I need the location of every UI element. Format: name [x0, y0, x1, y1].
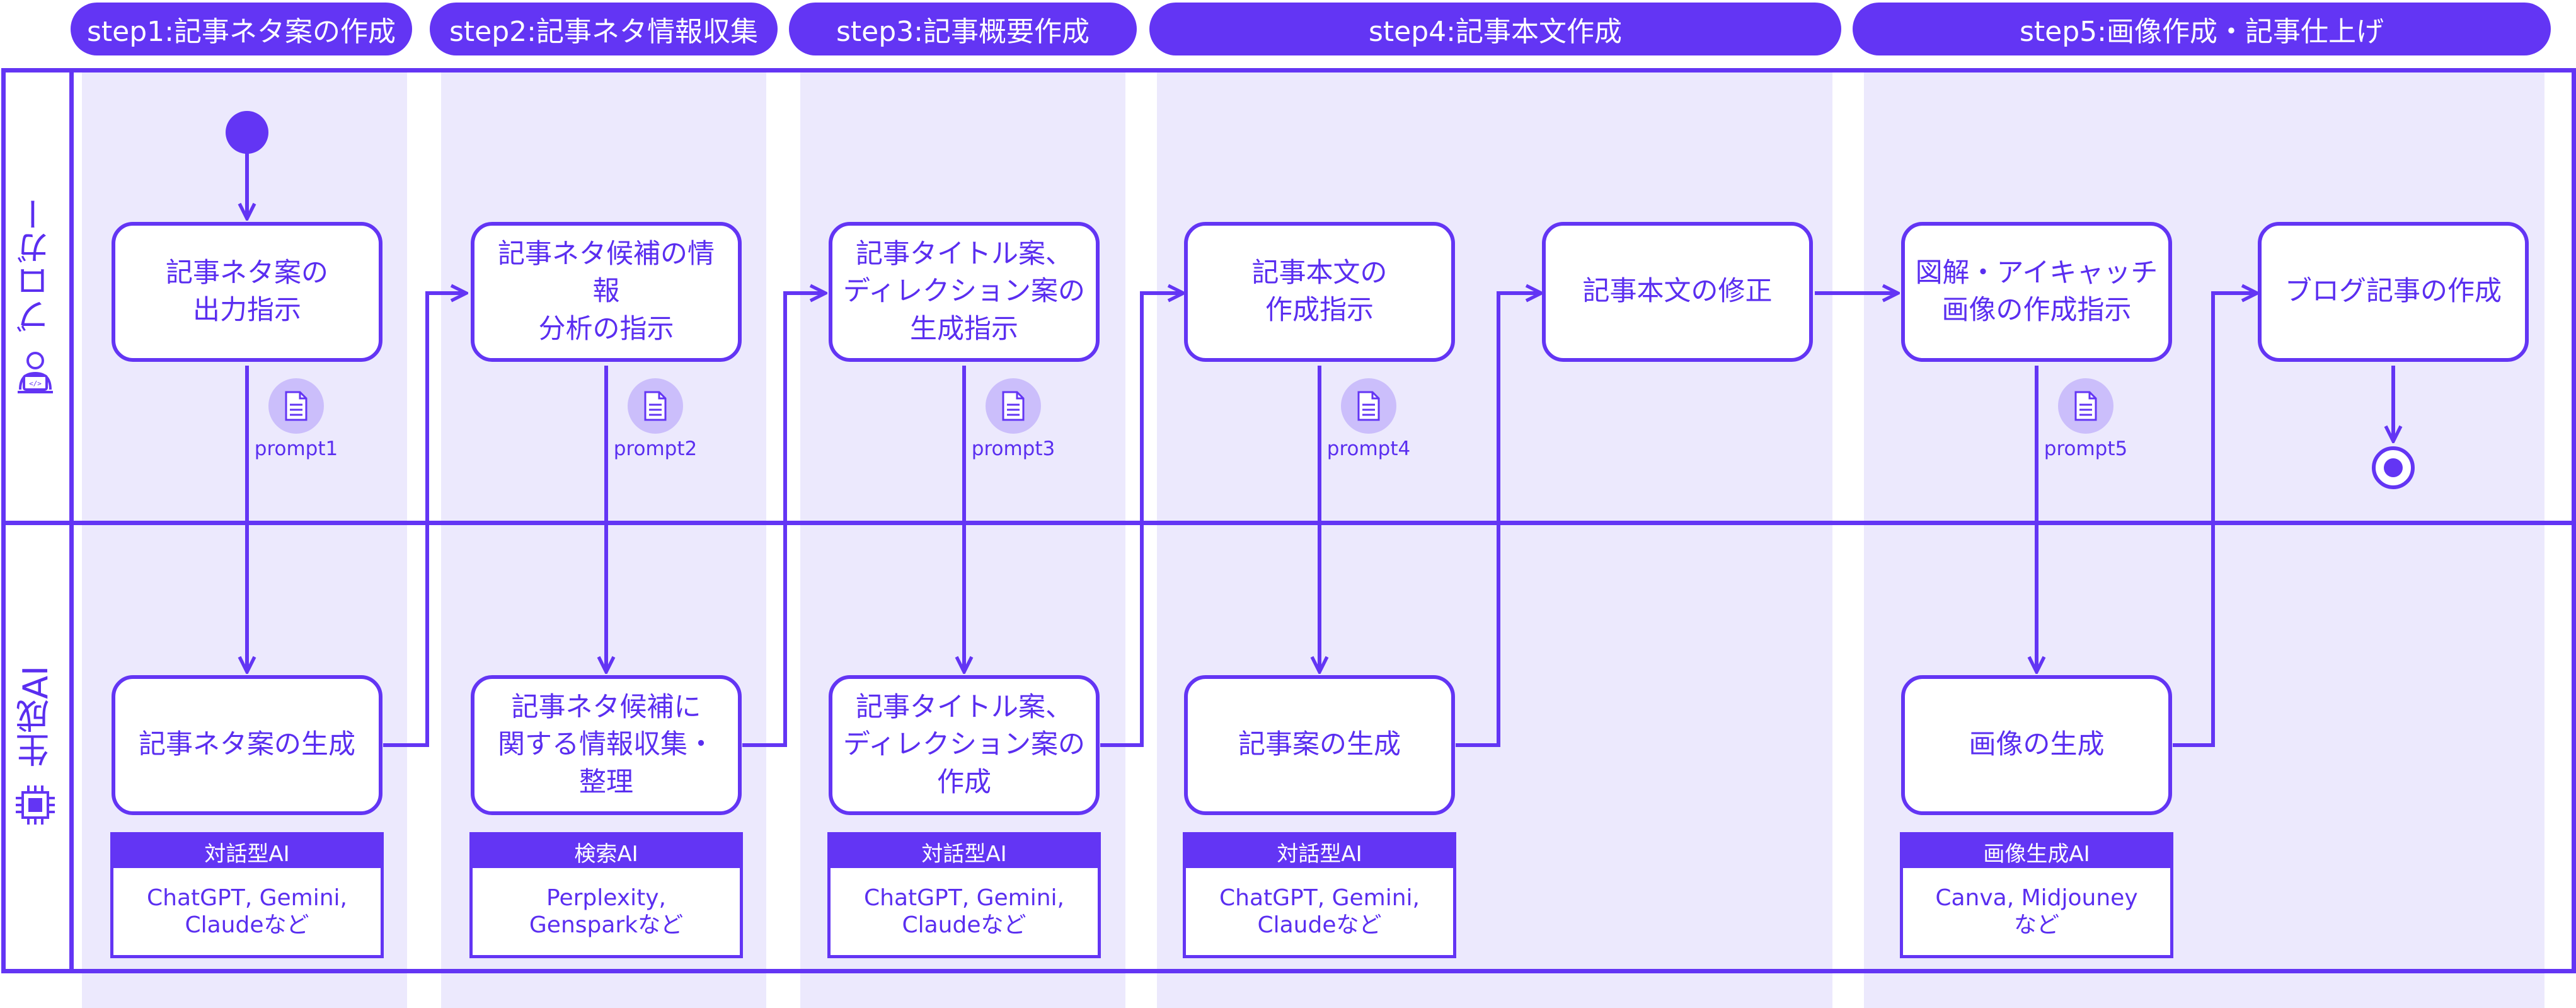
- document-icon: [2058, 378, 2113, 434]
- node-line: 画像の作成指示: [1941, 294, 2132, 326]
- node-line: 分析の指示: [538, 313, 674, 345]
- step1-header: step1:記事ネタ案の作成: [71, 3, 412, 55]
- node-line: 作成: [937, 766, 991, 798]
- prompt-label: prompt2: [613, 437, 698, 460]
- node-blogger-7: ブログ記事の作成: [2258, 222, 2529, 362]
- node-line: 記事ネタ案の: [166, 257, 328, 289]
- tool-line: Gensparkなど: [529, 912, 684, 938]
- node-blogger-4: 記事本文の作成指示: [1184, 222, 1455, 362]
- edge-a3-to-b4: [1100, 293, 1183, 747]
- edge-a1-to-b2: [383, 293, 466, 747]
- node-line: 生成指示: [910, 313, 1018, 345]
- prompt-label: prompt4: [1326, 437, 1411, 460]
- node-blogger-2: 記事ネタ候補の情報分析の指示: [471, 222, 742, 362]
- tool-box-4: 対話型AI ChatGPT, Gemini,Claudeなど: [1183, 832, 1456, 958]
- tool-box-2: 検索AI Perplexity,Gensparkなど: [469, 832, 743, 958]
- prompt-badge-5: prompt5: [2038, 378, 2133, 460]
- tool-header: 画像生成AI: [1903, 835, 2170, 868]
- document-icon: [986, 378, 1041, 434]
- end-node-inner: [2384, 458, 2403, 477]
- prompt-badge-4: prompt4: [1321, 378, 1416, 460]
- tool-header: 対話型AI: [831, 835, 1098, 868]
- node-line: 記事本文の: [1251, 257, 1388, 289]
- node-line: 記事案の生成: [1238, 729, 1401, 761]
- tool-box-1: 対話型AI ChatGPT, Gemini,Claudeなど: [110, 832, 384, 958]
- node-line: ブログ記事の作成: [2285, 275, 2502, 308]
- tool-box-3: 対話型AI ChatGPT, Gemini,Claudeなど: [827, 832, 1101, 958]
- svg-text:</>: </>: [29, 379, 42, 388]
- edge-a2-to-b3: [742, 293, 825, 747]
- tool-line: Canva, Midjouney: [1935, 884, 2138, 911]
- tool-line: ChatGPT, Gemini,: [147, 884, 347, 911]
- document-icon: [1341, 378, 1396, 434]
- node-ai-2: 記事ネタ候補に関する情報収集・整理: [471, 675, 742, 815]
- node-line: 画像の生成: [1969, 729, 2105, 761]
- node-ai-5: 画像の生成: [1901, 675, 2172, 815]
- node-line: 記事タイトル案、: [856, 238, 1072, 270]
- prompt-label: prompt5: [2044, 437, 2128, 460]
- step4-header: step4:記事本文作成: [1149, 3, 1841, 55]
- node-line: 関する情報収集・: [498, 729, 715, 761]
- node-ai-1: 記事ネタ案の生成: [112, 675, 382, 815]
- tool-line: など: [2013, 912, 2059, 938]
- lane-blogger: ブロガー </>: [0, 72, 71, 521]
- step5-header: step5:画像作成・記事仕上げ: [1853, 3, 2551, 55]
- node-line: 記事ネタ候補の情報: [498, 238, 715, 308]
- node-ai-4: 記事案の生成: [1184, 675, 1455, 815]
- tool-line: Perplexity,: [546, 884, 666, 911]
- tool-header: 検索AI: [473, 835, 740, 868]
- prompt-label: prompt3: [971, 437, 1055, 460]
- tool-line: Claudeなど: [1257, 912, 1382, 938]
- prompt-badge-1: prompt1: [249, 378, 343, 460]
- start-node: [226, 111, 268, 154]
- step3-header: step3:記事概要作成: [789, 3, 1137, 55]
- node-line: ディレクション案の: [843, 729, 1085, 761]
- developer-person-icon: </>: [15, 350, 55, 397]
- node-line: 図解・アイキャッチ: [1915, 257, 2158, 289]
- prompt-label: prompt1: [254, 437, 338, 460]
- prompt-badge-2: prompt2: [608, 378, 703, 460]
- document-icon: [628, 378, 683, 434]
- node-line: ディレクション案の: [843, 275, 1085, 308]
- tool-line: Claudeなど: [185, 912, 309, 938]
- lane-ai: 生成AI: [0, 525, 71, 969]
- node-line: 記事ネタ候補に: [511, 692, 701, 723]
- document-icon: [268, 378, 324, 434]
- prompt-badge-3: prompt3: [966, 378, 1061, 460]
- node-line: 記事タイトル案、: [856, 692, 1072, 723]
- node-blogger-5: 記事本文の修正: [1542, 222, 1813, 362]
- node-blogger-3: 記事タイトル案、ディレクション案の生成指示: [829, 222, 1100, 362]
- step2-header: step2:記事ネタ情報収集: [430, 3, 778, 55]
- lane-divider: [1, 521, 2576, 525]
- node-line: 記事本文の修正: [1582, 275, 1773, 308]
- tool-header: 対話型AI: [113, 835, 381, 868]
- chip-icon: [14, 784, 56, 828]
- edge-a5-to-b7: [2173, 293, 2257, 747]
- node-blogger-6: 図解・アイキャッチ画像の作成指示: [1901, 222, 2172, 362]
- tool-line: ChatGPT, Gemini,: [1219, 884, 1420, 911]
- node-line: 作成指示: [1265, 294, 1374, 326]
- node-line: 記事ネタ案の生成: [139, 729, 355, 761]
- node-ai-3: 記事タイトル案、ディレクション案の作成: [829, 675, 1100, 815]
- tool-line: ChatGPT, Gemini,: [864, 884, 1064, 911]
- node-blogger-1: 記事ネタ案の出力指示: [112, 222, 382, 362]
- tool-line: Claudeなど: [902, 912, 1026, 938]
- edge-a4-to-b5: [1456, 293, 1541, 747]
- node-line: 出力指示: [193, 294, 301, 326]
- tool-header: 対話型AI: [1186, 835, 1453, 868]
- node-line: 整理: [579, 766, 633, 798]
